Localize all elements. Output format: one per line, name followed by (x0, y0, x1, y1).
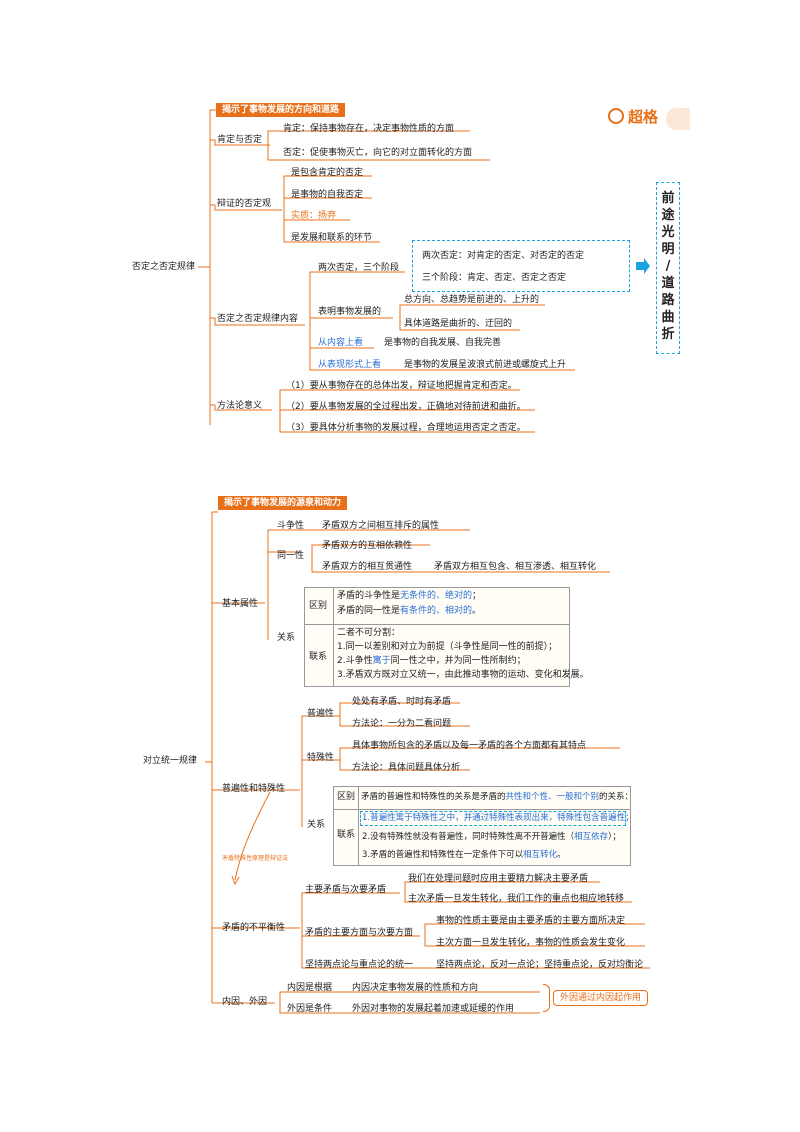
brand-logo-icon (608, 108, 624, 124)
leaf: 具体道路是曲折的、迂回的 (404, 319, 513, 329)
leaf-key: 矛盾的主要方面与次要方面 (305, 928, 414, 938)
leaf: 具体事物所包含的矛盾以及每一矛盾的各个方面都有其特点 (352, 741, 587, 751)
leaf: 主次矛盾一旦发生转化，我们工作的重点也相应地转移 (408, 894, 625, 904)
top-banner: 揭示了事物发展的方向和道路 (216, 103, 346, 117)
branch-affirm-negate: 肯定与否定 (217, 135, 263, 145)
leaf: 矛盾双方的互相依赖性 (322, 541, 413, 551)
leaf: 是包含肯定的否定 (291, 168, 364, 178)
leaf: 方法论：一分为二看问题 (352, 719, 452, 729)
leaf-key: 同一性 (277, 551, 305, 561)
leaf: 外因对事物的发展起着加速或延缓的作用 (352, 1004, 515, 1014)
leaf: （3）要具体分析事物的发展过程，合理地运用否定之否定。 (286, 423, 526, 433)
leaf: 肯定：保持事物存在，决定事物性质的方面 (283, 124, 455, 134)
leaf: 是事物的自我否定 (291, 190, 364, 200)
cell: 2.斗争性寓于同一性之中，并为同一性所制约； (337, 656, 526, 666)
leaf: 我们在处理问题时应用主要精力解决主要矛盾 (408, 874, 589, 884)
leaf-key: 内因是根据 (287, 983, 333, 993)
leaf-key: 特殊性 (307, 753, 335, 763)
leaf: 矛盾双方的相互贯通性 (322, 562, 413, 572)
cell: 2.没有特殊性就没有普遍性，同时特殊性离不开普遍性（相互依存）； (362, 832, 621, 842)
leaf: 处处有矛盾、时时有矛盾 (352, 697, 452, 707)
root-contradiction-law: 对立统一规律 (143, 756, 198, 766)
cell: 矛盾的同一性是有条件的、相对的。 (337, 606, 482, 616)
leaf: 方法论：具体问题具体分析 (352, 763, 461, 773)
cell-key: 联系 (337, 830, 356, 840)
leaf: 表明事物发展的 (318, 307, 382, 317)
cell: 1.同一以差别和对立为前提（斗争性是同一性的前提）； (337, 642, 558, 652)
cell: 1.普遍性寓于特殊性之中，并通过特殊性表现出来，特殊性包含普遍性； (362, 813, 634, 823)
relation-table (304, 587, 570, 687)
cell: 3.矛盾的普遍性和特殊性在一定条件下可以相互转化。 (362, 850, 566, 860)
cell: 矛盾的普遍性和特殊性的关系是矛盾的共性和个性、一般和个别的关系： (361, 792, 634, 802)
leaf: 内因决定事物发展的性质和方向 (352, 983, 479, 993)
leaf: 矛盾双方相互包含、相互渗透、相互转化 (434, 562, 597, 572)
branch-internal-external: 内因、外因 (222, 997, 268, 1007)
leaf: 坚持两点论，反对一点论；坚持重点论，反对均衡论 (436, 960, 644, 970)
relation-table-2 (333, 786, 631, 866)
leaf-key: 外因是条件 (287, 1004, 333, 1014)
cell: 3.矛盾双方既对立又统一，由此推动事物的运动、变化和发展。 (337, 670, 589, 680)
side-slogan: 前途光 明/道 路曲折 (661, 191, 675, 342)
side-note: 矛盾特殊性原理是辩证法 (222, 855, 289, 862)
bottom-banner: 揭示了事物发展的源泉和动力 (218, 496, 348, 510)
leaf-highlight: 实质：扬弃 (291, 211, 337, 221)
leaf: 两次否定，三个阶段 (318, 263, 400, 273)
leaf: 三个阶段：肯定、否定、否定之否定 (422, 273, 567, 283)
branch-imbalance: 矛盾的不平衡性 (222, 923, 286, 933)
leaf-key: 从表现形式上看 (318, 360, 382, 370)
leaf: 两次否定：对肯定的否定、对否定的否定 (422, 251, 585, 261)
cell-key: 联系 (309, 652, 328, 662)
leaf-key: 坚持两点论与重点论的统一 (305, 960, 414, 970)
dashed-box (412, 240, 630, 292)
leaf: （1）要从事物存在的总体出发，辩证地把握肯定和否定。 (286, 381, 517, 391)
branch-law-content: 否定之否定规律内容 (217, 314, 299, 324)
cell-key: 区别 (337, 792, 356, 802)
brand-tab (666, 108, 690, 130)
leaf: 事物的性质主要是由主要矛盾的主要方面所决定 (436, 916, 626, 926)
leaf: 是发展和联系的环节 (291, 233, 373, 243)
brace (543, 984, 550, 1012)
leaf-key: 斗争性 (277, 521, 305, 531)
leaf-key: 普遍性 (307, 709, 335, 719)
leaf: 否定：促使事物灭亡，向它的对立面转化的方面 (283, 148, 473, 158)
branch-methodology: 方法论意义 (217, 401, 263, 411)
cell: 二者不可分割： (337, 628, 401, 638)
cell-key: 区别 (309, 601, 328, 611)
callout-external-via-internal: 外因通过内因起作用 (553, 990, 649, 1006)
leaf: （2）要从事物发展的全过程出发，正确地对待前进和曲折。 (286, 402, 526, 412)
leaf: 主次方面一旦发生转化，事物的性质会发生变化 (436, 938, 626, 948)
root-negation-law: 否定之否定规律 (132, 262, 196, 272)
highlight-dashed (360, 811, 626, 826)
leaf-key: 关系 (277, 633, 296, 643)
leaf-key: 从内容上看 (318, 338, 364, 348)
leaf: 是事物的发展呈波浪式前进或螺旋式上升 (404, 360, 567, 370)
branch-basic-attributes: 基本属性 (222, 599, 259, 609)
leaf-key: 关系 (307, 820, 326, 830)
side-slogan-box (656, 182, 680, 354)
leaf: 总方向、总趋势是前进的、上升的 (404, 295, 540, 305)
branch-universality: 普遍性和特殊性 (222, 784, 286, 794)
branch-dialectical-negation: 辩证的否定观 (217, 199, 272, 209)
leaf-key: 主要矛盾与次要矛盾 (305, 885, 387, 895)
leaf: 是事物的自我发展、自我完善 (384, 338, 502, 348)
cell: 矛盾的斗争性是无条件的、绝对的； (337, 591, 482, 601)
leaf: 矛盾双方之间相互排斥的属性 (322, 521, 440, 531)
brand-logo: 超格 (608, 106, 658, 127)
